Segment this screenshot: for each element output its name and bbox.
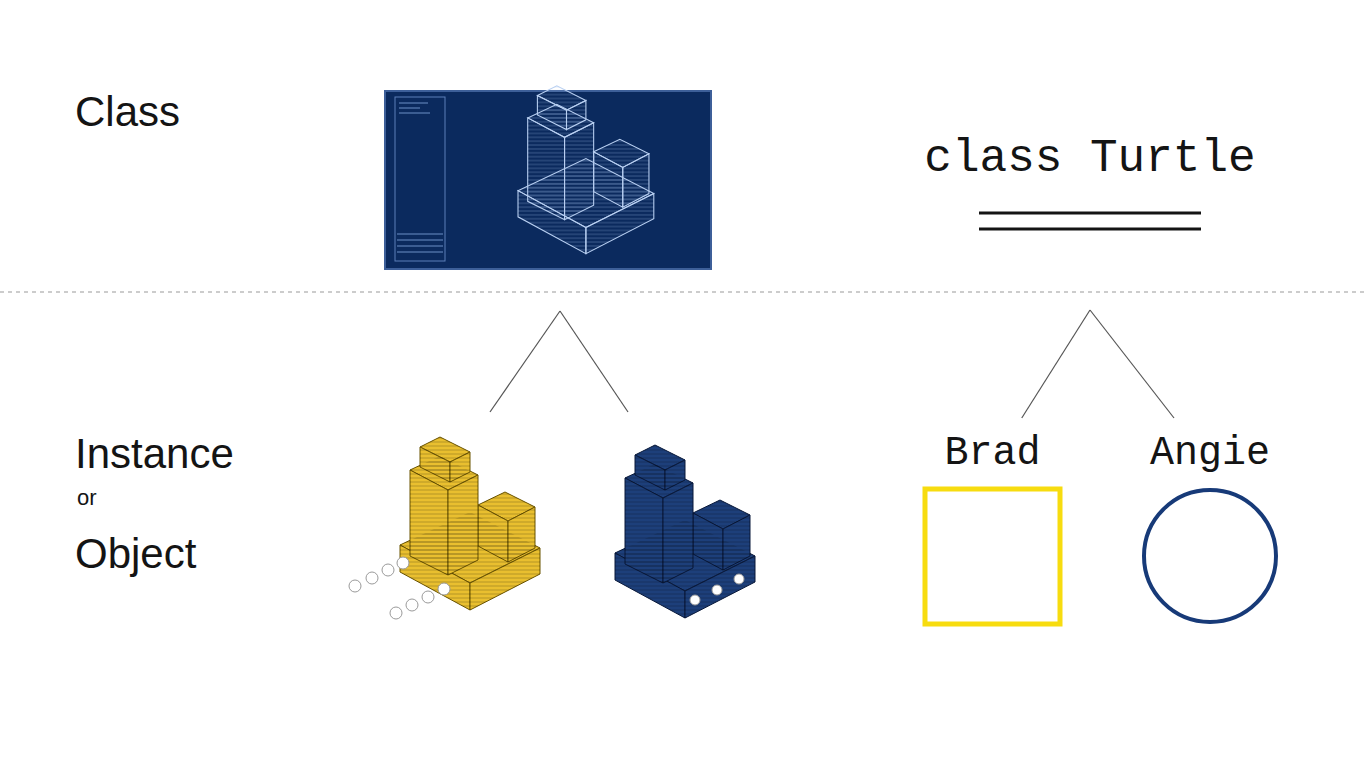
object-name: Brad (944, 430, 1040, 478)
blue-building (615, 445, 755, 618)
yellow-building (349, 437, 540, 619)
class-name: class Turtle (924, 132, 1255, 187)
blueprint (385, 86, 711, 269)
divider (0, 291, 1366, 292)
instance-node: Angie (1130, 418, 1290, 630)
row-label: Class (75, 88, 180, 136)
object-name: Angie (1150, 430, 1270, 478)
instance-lines (490, 311, 628, 412)
row-label: Object (75, 530, 196, 578)
instance-connector (1090, 310, 1174, 418)
row-label: or (77, 485, 97, 510)
instance-connector (1022, 310, 1090, 418)
circle-drawing (1140, 486, 1280, 626)
row-label: Instance (75, 430, 234, 478)
class-node: class Turtle (890, 132, 1290, 310)
square-drawing (922, 486, 1063, 627)
instance-node: Brad (915, 418, 1070, 630)
double-underline (979, 211, 1201, 231)
